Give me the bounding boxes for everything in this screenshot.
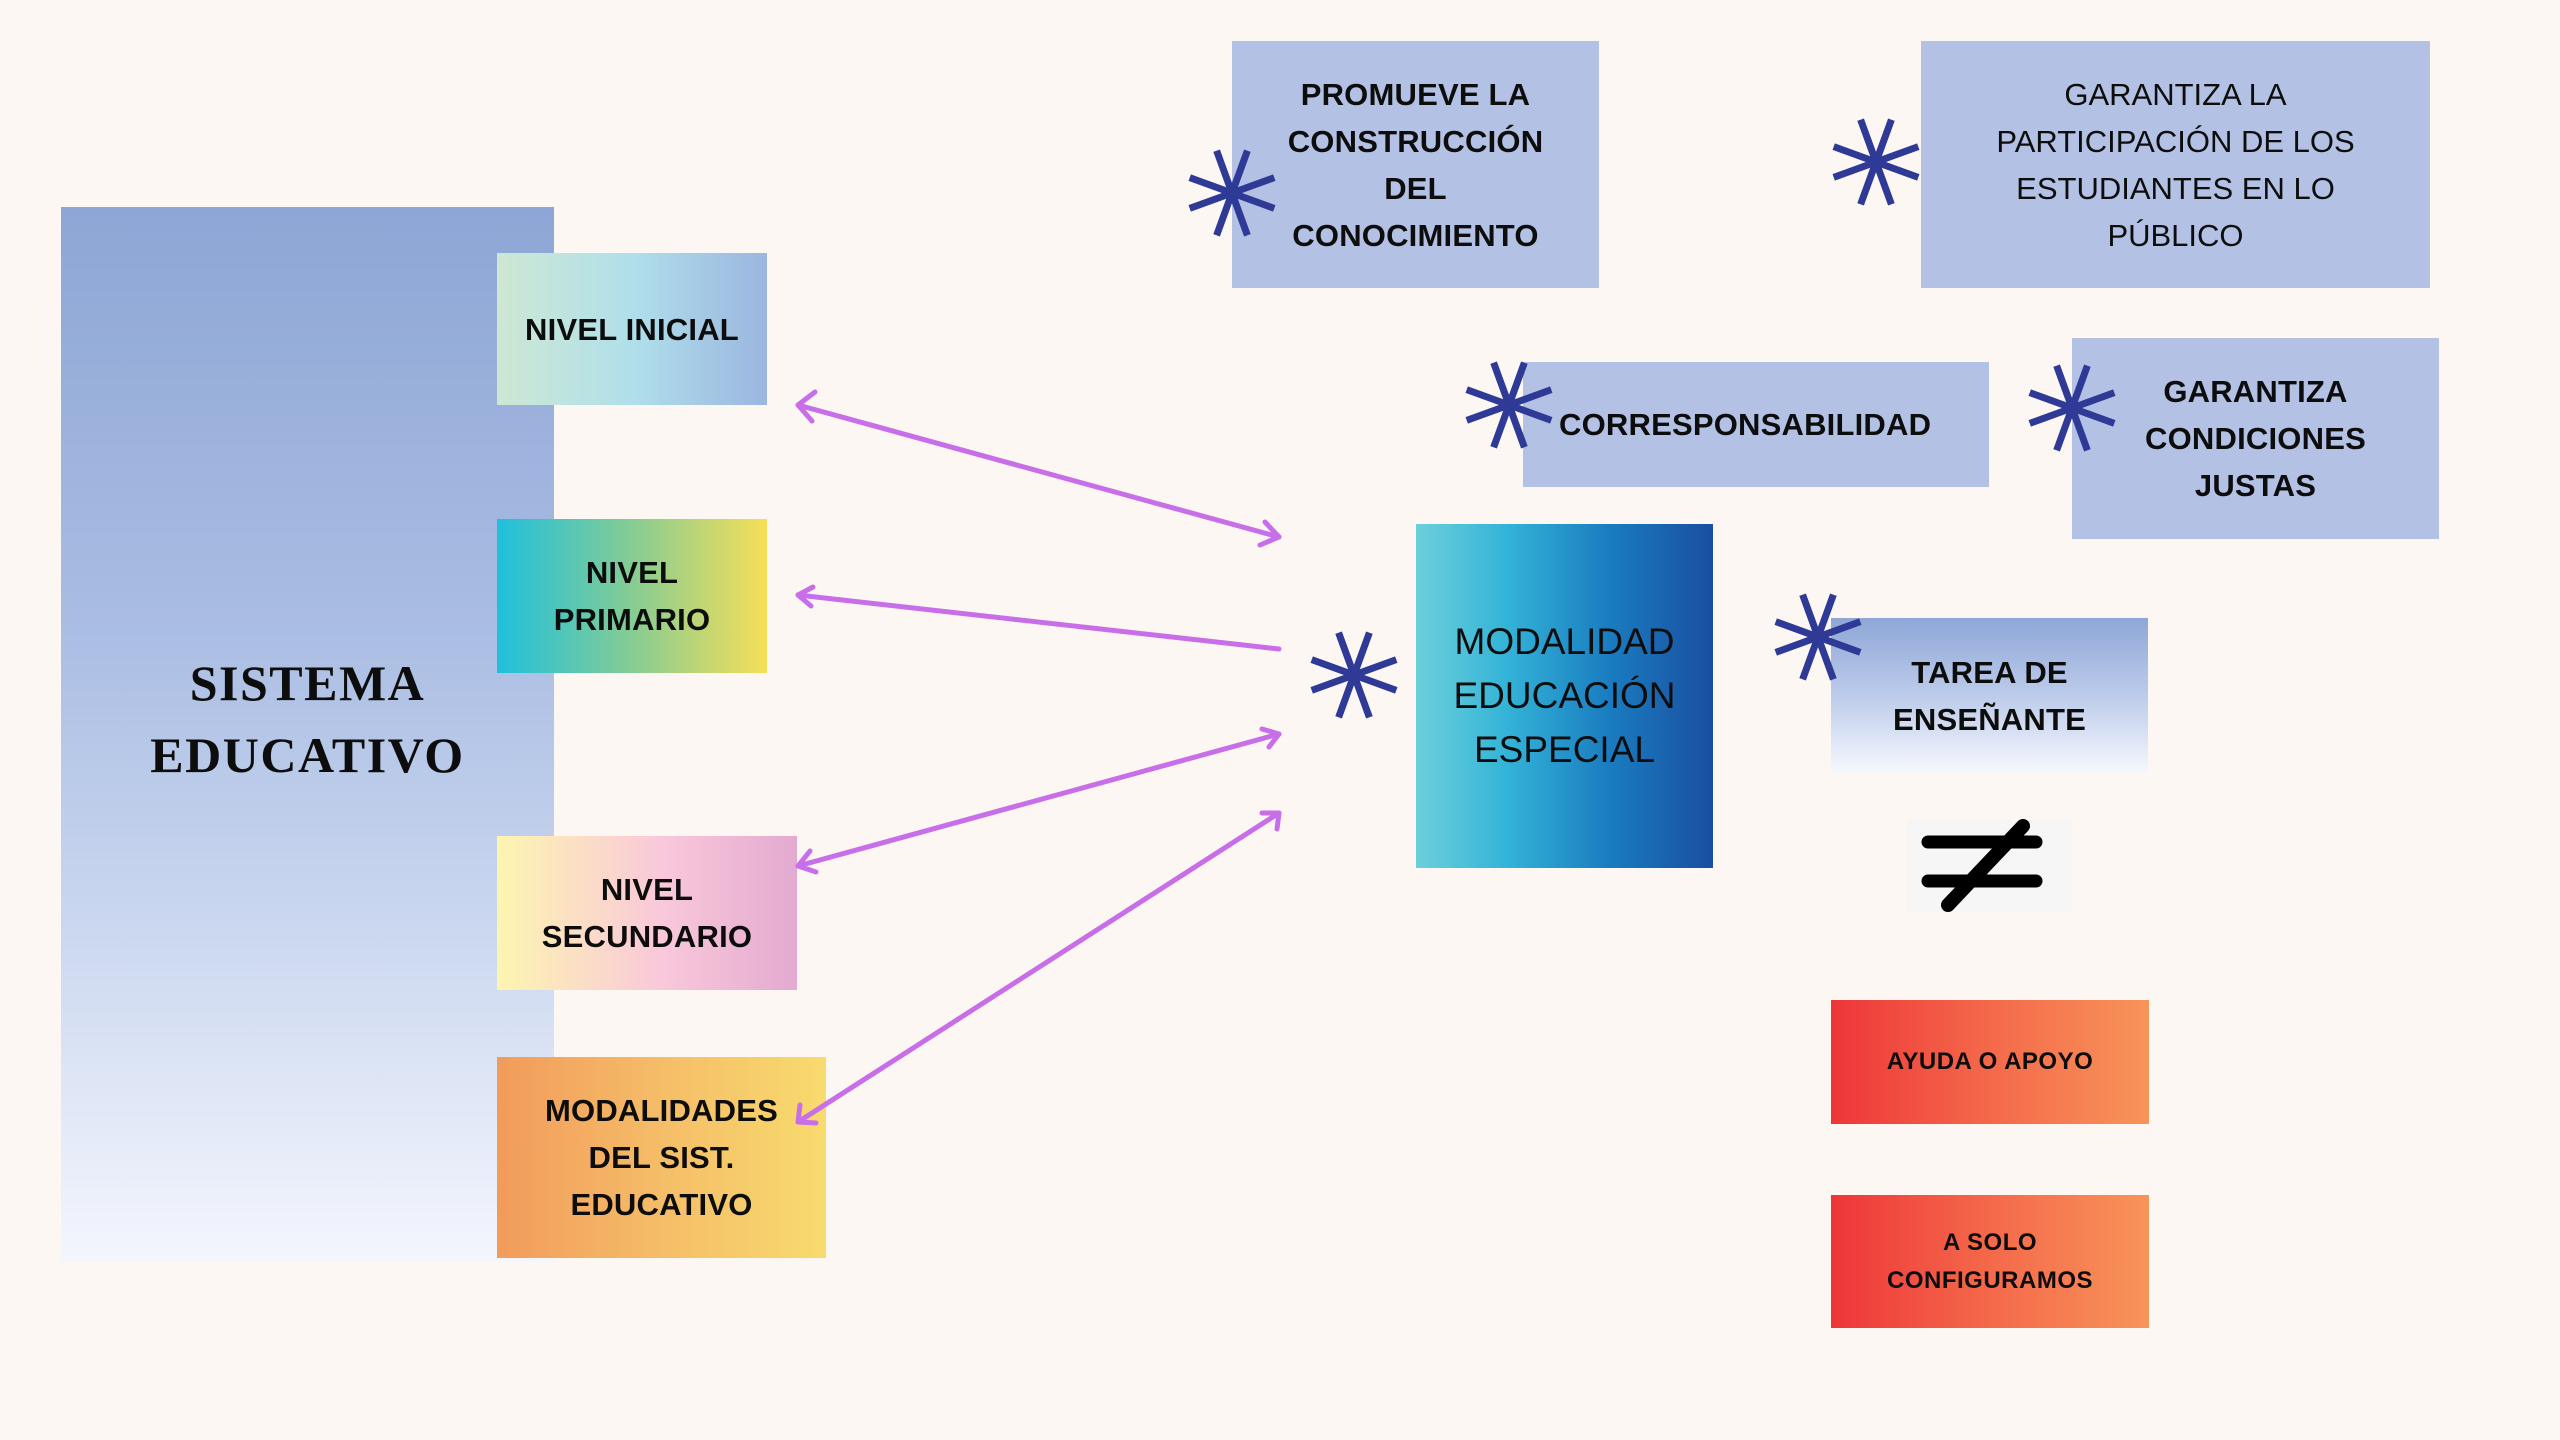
nivel-primario-label: NIVEL PRIMARIO bbox=[553, 555, 711, 637]
ayuda-o-apoyo-box: AYUDA O APOYO bbox=[1831, 1000, 2149, 1124]
asterisk-corresponsabilidad-icon bbox=[1465, 361, 1553, 449]
arrowhead-icon bbox=[1259, 726, 1282, 750]
nivel-secundario-box: NIVEL SECUNDARIO bbox=[497, 836, 797, 990]
promueve-conocimiento-label: PROMUEVE LA CONSTRUCCIÓN DEL CONOCIMIENT… bbox=[1287, 76, 1544, 253]
modalidad-educacion-especial-label: MODALIDAD EDUCACIÓN ESPECIAL bbox=[1453, 621, 1676, 770]
asterisk-promueve-icon bbox=[1188, 149, 1276, 237]
ayuda-o-apoyo-label: AYUDA O APOYO bbox=[1886, 1048, 2094, 1075]
arrow-nivel-inicial bbox=[795, 389, 1282, 548]
arrow-nivel-primario bbox=[795, 584, 1282, 652]
modalidades-label: MODALIDADES DEL SIST. EDUCATIVO bbox=[545, 1093, 778, 1222]
promueve-conocimiento-box: PROMUEVE LA CONSTRUCCIÓN DEL CONOCIMIENT… bbox=[1232, 41, 1599, 288]
garantiza-participacion-box: GARANTIZA LA PARTICIPACIÓN DE LOS ESTUDI… bbox=[1921, 41, 2430, 288]
garantiza-condiciones-box: GARANTIZA CONDICIONES JUSTAS bbox=[2072, 338, 2439, 539]
nivel-primario-box: NIVEL PRIMARIO bbox=[497, 519, 767, 673]
arrowhead-icon bbox=[795, 1102, 819, 1126]
solo-configuramos-box: A SOLO CONFIGURAMOS bbox=[1831, 1195, 2149, 1328]
garantiza-participacion-label: GARANTIZA LA PARTICIPACIÓN DE LOS ESTUDI… bbox=[1996, 76, 2355, 253]
not-equal-icon bbox=[1921, 819, 2043, 912]
arrowhead-icon bbox=[795, 584, 816, 609]
modalidad-educacion-especial-box: MODALIDAD EDUCACIÓN ESPECIAL bbox=[1416, 524, 1713, 868]
sistema-educativo-title: SISTEMA EDUCATIVO bbox=[150, 655, 465, 783]
corresponsabilidad-box: CORRESPONSABILIDAD bbox=[1523, 362, 1989, 487]
nivel-inicial-box: NIVEL INICIAL bbox=[497, 253, 767, 405]
arrow-modalidades bbox=[795, 810, 1282, 1126]
tarea-de-ensenante-label: TAREA DE ENSEÑANTE bbox=[1893, 654, 2086, 737]
asterisk-garantiza-participacion-icon bbox=[1832, 118, 1920, 206]
arrowhead-icon bbox=[795, 389, 818, 424]
tarea-de-ensenante-box: TAREA DE ENSEÑANTE bbox=[1831, 618, 2148, 773]
garantiza-condiciones-label: GARANTIZA CONDICIONES JUSTAS bbox=[2145, 374, 2366, 503]
asterisk-garantiza-condiciones-icon bbox=[2028, 364, 2116, 452]
asterisk-modalidad-icon bbox=[1310, 631, 1398, 719]
arrow-nivel-secundario bbox=[795, 726, 1282, 875]
nivel-secundario-label: NIVEL SECUNDARIO bbox=[541, 872, 753, 954]
solo-configuramos-label: A SOLO CONFIGURAMOS bbox=[1887, 1228, 2093, 1294]
arrowhead-icon bbox=[1259, 810, 1282, 832]
corresponsabilidad-label: CORRESPONSABILIDAD bbox=[1559, 407, 1932, 442]
sistema-educativo-panel: SISTEMA EDUCATIVO bbox=[61, 207, 554, 1262]
asterisk-tarea-icon bbox=[1774, 593, 1862, 681]
arrowhead-icon bbox=[1257, 519, 1282, 548]
arrowhead-icon bbox=[795, 848, 819, 875]
nivel-inicial-label: NIVEL INICIAL bbox=[525, 311, 739, 347]
modalidades-box: MODALIDADES DEL SIST. EDUCATIVO bbox=[497, 1057, 826, 1258]
